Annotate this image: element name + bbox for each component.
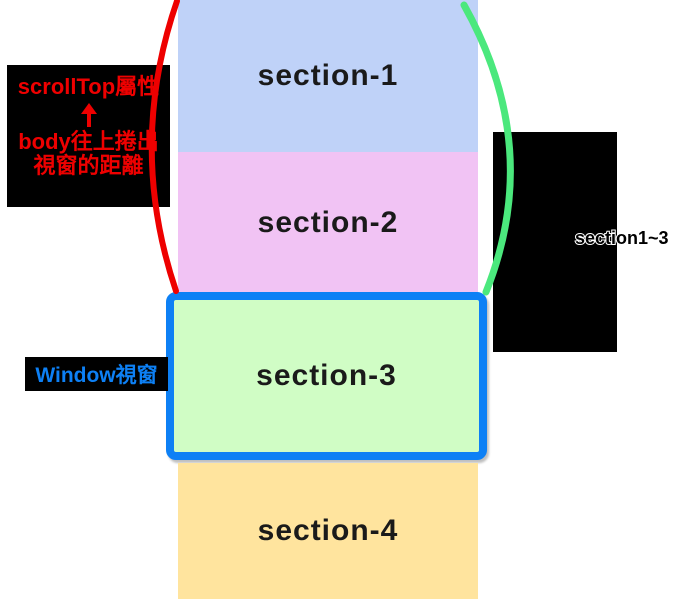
window-label: Window視窗	[35, 364, 158, 387]
window-viewport-frame: section-3	[166, 292, 487, 460]
scrolltop-title: scrollTop屬性	[17, 74, 160, 99]
window-label-box: Window視窗	[25, 357, 168, 391]
section-4: section-4	[178, 463, 478, 599]
section-2-label: section-2	[257, 205, 399, 239]
up-arrow-shaft	[86, 114, 91, 127]
section-4-label: section-4	[257, 514, 399, 547]
scrolltop-desc-line2: 視窗的距離	[33, 153, 144, 178]
section-3-label: section-3	[256, 359, 397, 392]
sections-range-label: section1~3	[574, 227, 670, 249]
up-arrow-icon	[80, 103, 97, 127]
up-arrow-head	[80, 103, 97, 114]
section-1: section-1	[178, 0, 478, 152]
scrolltop-note-box: scrollTop屬性 body往上捲出 視窗的距離	[7, 65, 170, 207]
section-2: section-2	[178, 152, 478, 293]
scrolltop-desc-line1: body往上捲出	[18, 129, 159, 154]
section-1-label: section-1	[257, 59, 399, 92]
